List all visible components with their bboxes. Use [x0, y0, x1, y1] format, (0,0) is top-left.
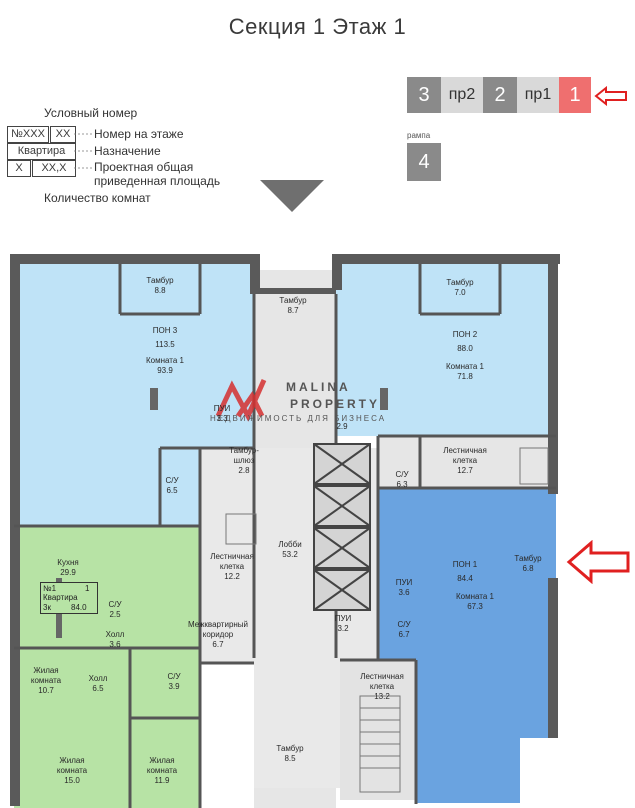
legend-box-floor: XX [50, 126, 76, 143]
floor-4-button[interactable]: 4 [407, 143, 441, 181]
legend-heading: Условный номер [44, 106, 138, 120]
watermark-brand-2: PROPERTY [290, 397, 381, 411]
floor-pr1-button[interactable]: пр1 [517, 77, 559, 113]
legend-area-label-2: приведенная площадь [94, 174, 221, 188]
current-floor-arrow-icon [594, 86, 627, 106]
legend-box-num: №XXX [7, 126, 49, 143]
legend-box-area: XX,X [32, 160, 76, 177]
entrance-arrow-icon [260, 180, 324, 212]
plan-walls [0, 248, 635, 808]
pon1-pointer-arrow-icon [566, 540, 630, 584]
legend-box-rooms: X [7, 160, 31, 177]
floor-1-button[interactable]: 1 [559, 77, 591, 113]
watermark-brand-1: MALINA [286, 380, 351, 394]
floor-3-button[interactable]: 3 [407, 77, 441, 113]
legend-connectors [74, 133, 94, 169]
ramp-label: рампа [407, 131, 431, 140]
page-title: Секция 1 Этаж 1 [228, 14, 407, 39]
watermark-tagline: НЕДВИЖИМОСТЬ ДЛЯ БИЗНЕСА [210, 414, 387, 423]
legend-purpose-label: Назначение [94, 144, 161, 158]
floor-plan: MALINA PROPERTY НЕДВИЖИМОСТЬ ДЛЯ БИЗНЕСА… [0, 248, 635, 808]
zone-pon2 [336, 258, 558, 436]
zone-apartment [14, 526, 200, 808]
apartment-badge[interactable]: №1 1 Квартира 3к 84.0 [40, 582, 98, 614]
legend-box-purpose: Квартира [7, 143, 76, 160]
floor-pr2-button[interactable]: пр2 [441, 77, 483, 113]
legend-area-label-1: Проектная общая [94, 160, 194, 174]
legend-num-floor-label: Номер на этаже [94, 127, 184, 141]
zone-pon1 [378, 488, 556, 803]
floor-2-button[interactable]: 2 [483, 77, 517, 113]
room-pon2-pui: 2.9 [336, 422, 348, 431]
legend-rooms-label: Количество комнат [44, 191, 151, 205]
brand-logo-icon [215, 378, 267, 422]
